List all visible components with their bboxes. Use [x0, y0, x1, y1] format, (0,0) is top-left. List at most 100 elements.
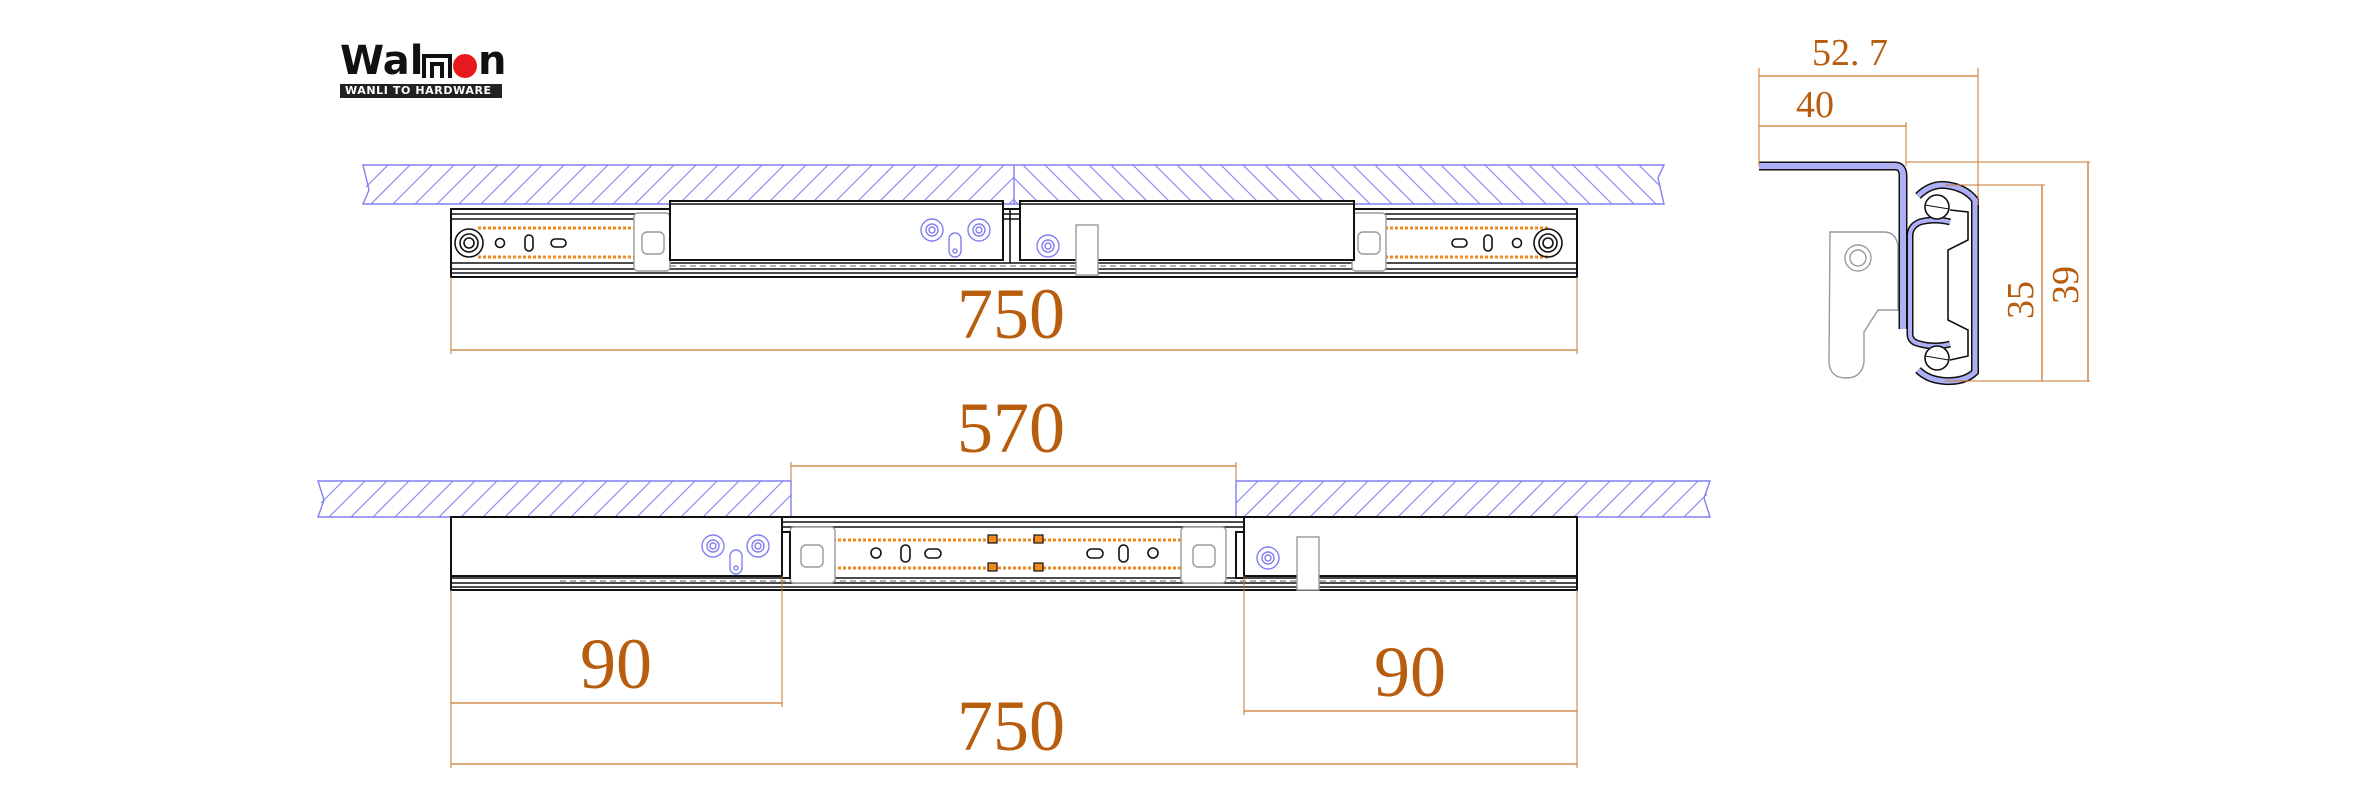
hatch-line [658, 480, 696, 518]
hatch-line [722, 164, 763, 205]
logo-tagline: WANLI TO HARDWARE [345, 84, 492, 97]
hatch-line [416, 480, 454, 518]
outer-rail [450, 208, 1578, 278]
hatch-line [438, 480, 476, 518]
logo-brand-end: n [478, 38, 507, 84]
right-overlap-dimension-lines [1243, 576, 1577, 715]
hatch-line [768, 494, 792, 518]
hatch-line [1463, 480, 1501, 518]
hatch-line [504, 480, 542, 518]
hatch-line [1243, 480, 1281, 518]
open-length-dimension-lines [450, 590, 1578, 768]
hatch-line [502, 164, 543, 205]
hatch-line [414, 164, 455, 205]
hatch-line [746, 480, 784, 518]
brand-logo-graphics [340, 54, 502, 98]
hatch-line [1286, 164, 1327, 205]
hatch-line [1484, 164, 1525, 205]
hatch-line [570, 480, 608, 518]
hatch-line [700, 164, 741, 205]
hatch-line [1573, 480, 1611, 518]
hatch-line [876, 164, 917, 205]
hatch-line [1235, 480, 1259, 504]
left-overlap-dimension-lines [451, 576, 783, 707]
hatch-line [1595, 480, 1633, 518]
extended-slide-view [317, 462, 1711, 768]
hatch-line [1506, 164, 1547, 205]
closed-length-label: 750 [957, 274, 1065, 354]
hatch-line [372, 480, 410, 518]
logo-red-dot [453, 54, 477, 78]
hatch-line [1022, 164, 1063, 205]
cross-section-profile-view [1758, 68, 2090, 386]
hatch-line [482, 480, 520, 518]
hatch-line [1616, 164, 1657, 205]
hatch-line [1462, 164, 1503, 205]
hatch-line [1308, 164, 1349, 205]
hatch-line [1265, 480, 1303, 518]
hatch-line [1617, 480, 1655, 518]
hatch-line [1418, 164, 1459, 205]
rail-right-end-holes [1385, 226, 1563, 259]
inner-member-left [450, 516, 783, 577]
hatch-line [1088, 164, 1129, 205]
hatch-line [810, 164, 851, 205]
extension-dimension-lines [790, 462, 1237, 481]
mounting-bracket [1828, 231, 1899, 379]
hatch-line [1330, 164, 1371, 205]
hatch-line [460, 480, 498, 518]
hatch-line [1154, 164, 1195, 205]
panel-right-outline [1235, 480, 1711, 518]
hatch-line [1242, 164, 1283, 205]
hatch-line [612, 164, 653, 205]
hatch-line [680, 480, 718, 518]
hatch-line [436, 164, 477, 205]
hatch-line [702, 480, 740, 518]
hatch-line [1683, 493, 1708, 518]
hatch-line [986, 176, 1015, 205]
hatch-line [568, 164, 609, 205]
hatch-line [1485, 480, 1523, 518]
hatch-line [1176, 164, 1217, 205]
intermediate-member-holes [788, 534, 1228, 572]
total-height-label: 39 [2045, 266, 2087, 304]
hatch-line [634, 164, 675, 205]
hatch-line [1529, 480, 1567, 518]
hatch-line [1419, 480, 1457, 518]
inner-member-left [669, 200, 1004, 261]
rail-height-label: 35 [2000, 281, 2042, 319]
hatch-line [548, 480, 586, 518]
inner-rail-section [1906, 216, 1951, 350]
hatch-line [592, 480, 630, 518]
hatch-line [1352, 164, 1393, 205]
hatch-line [636, 480, 674, 518]
hatch-line [350, 480, 388, 518]
hatch-line [526, 480, 564, 518]
cabinet-panel-outline [361, 164, 1666, 205]
hatch-line [1353, 480, 1391, 518]
hatch-line [370, 164, 411, 205]
hatch-line [1066, 164, 1107, 205]
hatch-line [1639, 480, 1677, 518]
hatch-line [1441, 480, 1479, 518]
hatch-line [1440, 164, 1481, 205]
hatch-line [365, 164, 389, 188]
profile-dimension-lines [1758, 68, 2090, 382]
disconnect-lever [1075, 224, 1099, 276]
hatch-line [1594, 164, 1635, 205]
hatch-line [1661, 480, 1699, 518]
hatch-line [1507, 480, 1545, 518]
hatch-line [942, 164, 983, 205]
hatch-line [1638, 164, 1662, 188]
cabinet-panel-hatch [365, 164, 1662, 205]
hatch-line [1551, 480, 1589, 518]
hatch-line [832, 164, 873, 205]
hatch-line [1374, 164, 1415, 205]
hatch-line [964, 164, 1005, 205]
extension-label: 570 [957, 388, 1065, 468]
logo-maze-mark [422, 54, 452, 78]
hatch-line [1044, 164, 1085, 205]
hatch-line [678, 164, 719, 205]
hatch-line [480, 164, 521, 205]
